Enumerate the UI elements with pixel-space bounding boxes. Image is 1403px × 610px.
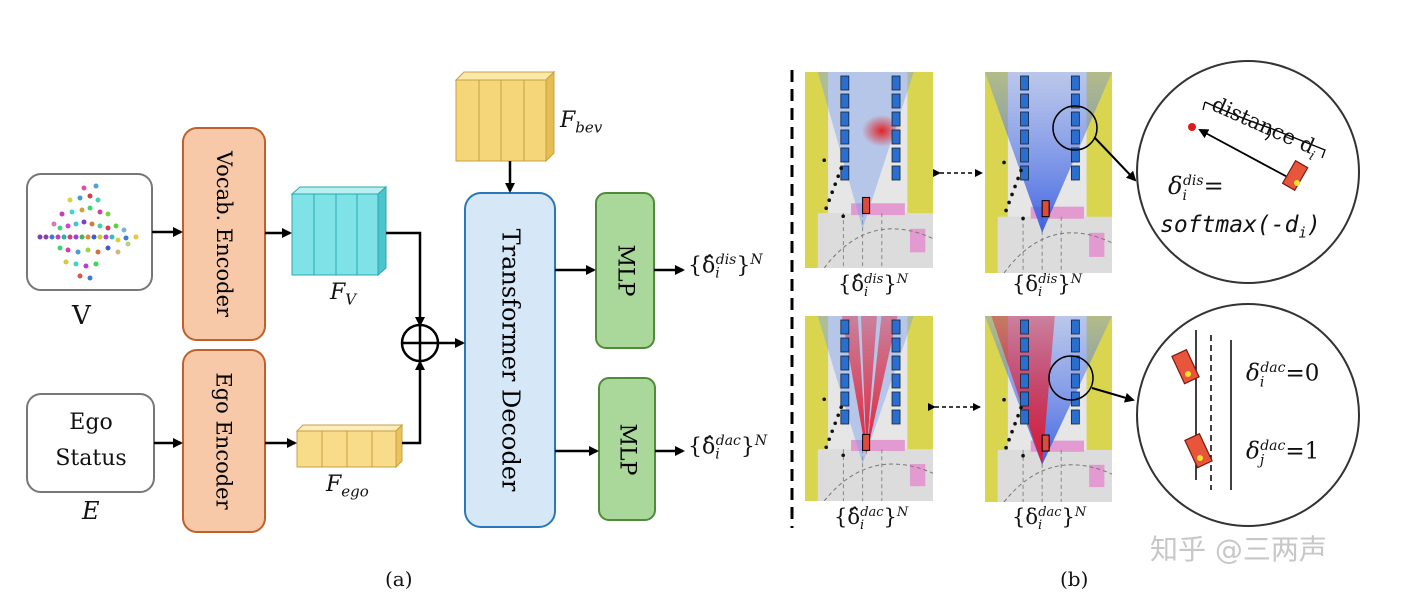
ego-encoder-label: Ego Encoder [212, 372, 237, 510]
dac-row-2: δjdac=1 [1246, 438, 1320, 469]
drivable-area-detail-circle [1136, 303, 1360, 527]
bev-label-bl: {δ̂idac}N [834, 505, 909, 534]
caption-a: (a) [385, 567, 413, 591]
caption-b: (b) [1060, 567, 1089, 591]
ego-status-box [26, 393, 155, 493]
dac-row-1: δidac=0 [1246, 360, 1320, 391]
vocab-feature-label: FV [330, 280, 357, 309]
vocab-input-box [26, 173, 153, 291]
mlp-bottom-label: MLP [614, 423, 640, 475]
sum-node [400, 323, 440, 363]
output-dis-label: {δ̂idis}N [688, 252, 763, 282]
distance-detail-circle [1136, 60, 1360, 284]
formula-dis-rhs: softmax(-di) [1160, 212, 1321, 242]
bev-map-tl [805, 72, 933, 268]
vocab-input-label: V [72, 301, 91, 331]
bev-label-br: {δidac}N [1012, 505, 1087, 534]
mlp-top-label: MLP [612, 244, 638, 297]
vocab-encoder-label: Vocab. Encoder [212, 150, 236, 318]
bev-feature-blocks [454, 70, 556, 163]
transformer-decoder-box [464, 192, 556, 528]
ego-box-line2: Status [55, 446, 127, 471]
bev-feature-label: Fbev [560, 108, 603, 137]
compare-arrows [928, 169, 983, 411]
ego-encoder-box [182, 349, 266, 533]
bev-map-tr [985, 72, 1112, 273]
bev-map-br [985, 316, 1112, 502]
bev-label-tr: {δidis}N [1012, 272, 1083, 301]
formula-dis-lhs: δidis= [1168, 172, 1224, 204]
ego-feature-label: Fego [326, 472, 369, 501]
bev-label-tl: {δ̂idis}N [838, 272, 909, 301]
mlp-bottom-box [598, 377, 656, 521]
vocab-scatter-dots [37, 183, 139, 281]
watermark: 知乎 @三两声 [1150, 533, 1327, 566]
arrows-left [152, 161, 685, 456]
ego-feature-blocks [295, 423, 404, 469]
bev-map-bl [805, 316, 933, 501]
vocab-feature-blocks [290, 185, 388, 277]
zoom-ring-top [1052, 105, 1098, 151]
zoom-ring-bottom [1048, 355, 1094, 401]
ego-box-line1: Ego [69, 410, 113, 435]
ego-input-label: E [82, 497, 100, 525]
output-dac-label: {δ̂idac}N [688, 433, 768, 463]
transformer-decoder-label: Transformer Decoder [496, 228, 524, 492]
